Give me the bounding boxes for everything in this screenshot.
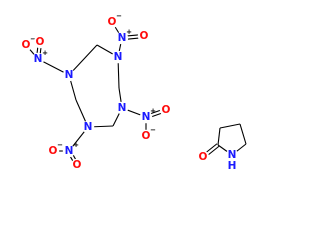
lactam-atom-o-bg: [196, 150, 210, 164]
lactam-bond-3: [219, 123, 241, 129]
atom-o-5: O: [22, 39, 31, 51]
atom-n-9: N: [142, 111, 151, 123]
atom-n-9-bg: [139, 110, 153, 124]
atom-n-13-bg: [62, 144, 76, 158]
atom-o-5-charge: −: [30, 35, 36, 43]
lactam-bond-4: [239, 123, 247, 145]
atom-o-5-bg: [19, 38, 33, 52]
lactam-atom-o: O: [199, 151, 208, 163]
atom-n-3: N: [114, 51, 123, 63]
atom-n-8: N: [118, 102, 127, 114]
atom-o-10-bg: [139, 129, 153, 143]
atom-o-6-bg: [33, 35, 47, 49]
atom-n-0: N: [118, 32, 127, 44]
atom-n-12: N: [84, 121, 93, 133]
atom-o-10: O: [142, 130, 151, 142]
atom-n-9-charge: +: [150, 107, 156, 115]
atom-n-7-bg: [62, 68, 76, 82]
atom-n-7: N: [65, 69, 74, 81]
atom-n-3-bg: [111, 50, 125, 64]
atom-n-13: N: [65, 145, 74, 157]
atom-n-8-bg: [115, 101, 129, 115]
atom-o-1: O: [108, 16, 117, 28]
atom-o-6: O: [36, 36, 45, 48]
atom-o-1-bg: [105, 15, 119, 29]
atom-n-4: N: [34, 53, 43, 65]
atom-o-14: O: [49, 145, 58, 157]
atom-n-12-bg: [81, 120, 95, 134]
lactam-atom-n-bg: [225, 148, 239, 162]
atom-n-0-charge: +: [126, 28, 132, 36]
lactam-nh-hydrogen: H: [228, 160, 237, 172]
atom-o-2-bg: [137, 29, 151, 43]
atom-n-4-bg: [31, 52, 45, 66]
lactam-bond-2: [217, 127, 221, 146]
atom-o-11-bg: [159, 103, 173, 117]
atom-o-10-charge: −: [150, 126, 156, 134]
atom-o-2: O: [140, 30, 149, 42]
atom-n-13-charge: +: [73, 141, 79, 149]
atom-o-1-charge: −: [116, 12, 122, 20]
lactam-atom-n: N: [228, 149, 237, 161]
atom-o-15: O: [73, 159, 82, 171]
atom-o-15-bg: [70, 158, 84, 172]
atom-o-14-charge: −: [57, 141, 63, 149]
atom-o-11: O: [162, 104, 171, 116]
atom-n-0-bg: [115, 31, 129, 45]
atom-o-14-bg: [46, 144, 60, 158]
atom-n-4-charge: +: [42, 49, 48, 57]
bond-13: [68, 44, 98, 76]
